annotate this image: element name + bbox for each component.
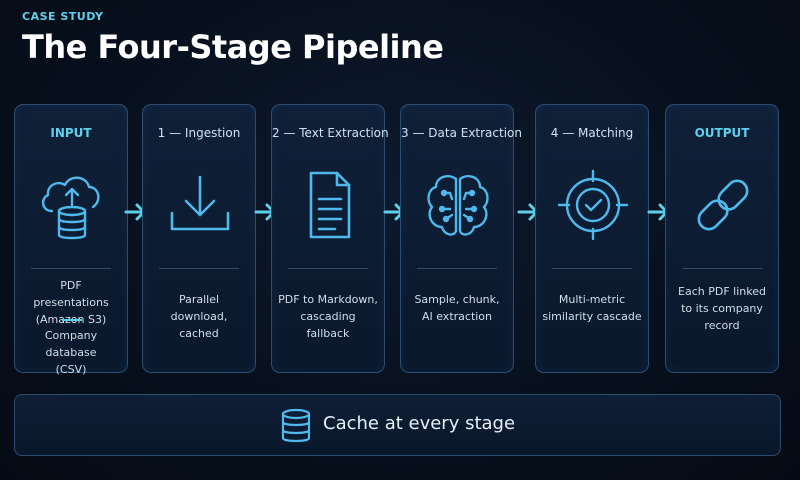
link-icon xyxy=(683,165,763,245)
stage-ingestion: 1 — Ingestion Parallel download, cached xyxy=(142,104,256,373)
stage-label: INPUT xyxy=(50,126,92,140)
stage-output: OUTPUT Each PDF linked to its company re… xyxy=(665,104,779,373)
stage-label: 3 — Data Extraction xyxy=(401,126,522,140)
stage-description: Parallel download, cached xyxy=(170,293,228,340)
database-icon xyxy=(277,407,315,445)
stage-label: 1 — Ingestion xyxy=(157,126,241,140)
stage-divider xyxy=(288,268,368,269)
stage-divider xyxy=(417,268,497,269)
cloud-database-icon xyxy=(32,165,112,245)
stage-divider xyxy=(31,268,111,269)
stage-divider xyxy=(159,268,239,269)
stage-matching: 4 — Matching Multi-metric similarity cas… xyxy=(535,104,649,373)
stage-text-extraction: 2 — Text Extraction PDF to Markdown, cas… xyxy=(271,104,389,373)
document-icon xyxy=(289,165,369,245)
cache-label: Cache at every stage xyxy=(323,413,516,434)
brain-icon xyxy=(418,165,498,245)
cache-banner: Cache at every stage xyxy=(14,394,781,456)
input-separator xyxy=(62,319,82,321)
page-title: The Four-Stage Pipeline xyxy=(22,28,444,66)
stage-input: INPUT PDF presentations (Amazon S3) Comp… xyxy=(14,104,128,376)
stage-label: 2 — Text Extraction xyxy=(272,126,389,140)
stage-description: Sample, chunk, AI extraction xyxy=(414,293,500,323)
stage-description: Multi-metric similarity cascade xyxy=(542,293,642,323)
stage-divider xyxy=(552,268,632,269)
stage-divider xyxy=(682,268,762,269)
stage-label: 4 — Matching xyxy=(550,126,634,140)
download-icon xyxy=(160,165,240,245)
stage-description-secondary: Company database (CSV) xyxy=(44,329,98,376)
stage-description: PDF to Markdown, cascading fallback xyxy=(278,293,378,340)
stage-label: OUTPUT xyxy=(694,126,750,140)
stage-description: Each PDF linked to its company record xyxy=(678,285,766,332)
target-check-icon xyxy=(553,165,633,245)
eyebrow-label: CASE STUDY xyxy=(22,10,104,23)
stage-data-extraction: 3 — Data Extraction Sample, chunk, AI ex… xyxy=(400,104,522,373)
